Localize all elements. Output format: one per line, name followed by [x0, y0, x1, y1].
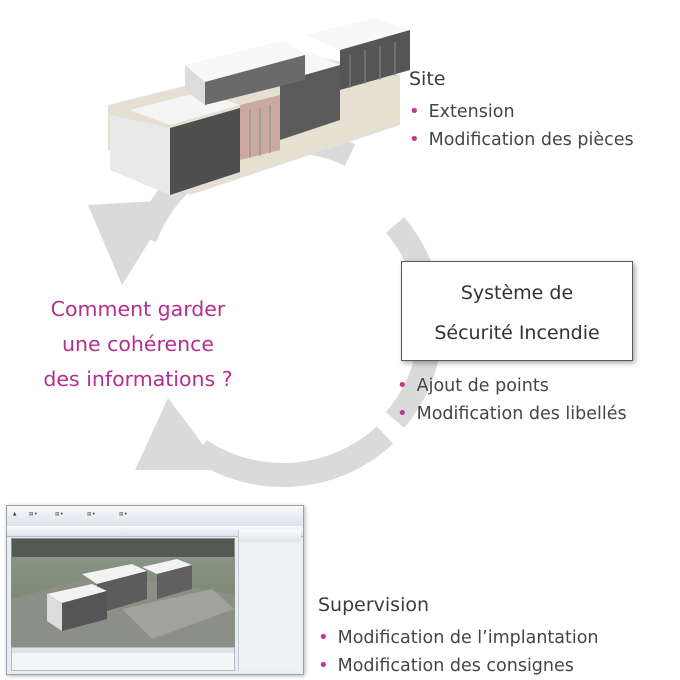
central-question: Comment garder une cohérence des informa… — [22, 292, 254, 397]
site-bullet-item: Extension — [409, 98, 634, 126]
site-bullet-item: Modification des pièces — [409, 126, 634, 154]
question-line-1: Comment garder — [50, 297, 226, 321]
ssi-bullet-list: Ajout de points Modification des libellé… — [397, 372, 627, 428]
question-line-3: des informations ? — [43, 367, 233, 391]
site-bullet-list: Extension Modification des pièces — [409, 98, 634, 154]
cycle-arrowhead-bottom — [135, 398, 222, 470]
screenshot-menu-bar: ▲ ▤ ▾ ▤ ▾ ▤ ▾ ▤ ▾ — [7, 506, 303, 527]
screenshot-toolbar — [7, 526, 303, 537]
cycle-arc-bottom — [193, 426, 394, 488]
ssi-bullet-item: Modification des libellés — [397, 400, 627, 428]
ssi-title-line-1: Système de — [460, 282, 574, 304]
supervision-bullet-item: Modification des consignes — [318, 652, 599, 680]
question-line-2: une cohérence — [62, 332, 214, 356]
building-illustration — [108, 18, 410, 195]
ssi-bullet-item: Ajout de points — [397, 372, 627, 400]
supervision-screenshot: ▲ ▤ ▾ ▤ ▾ ▤ ▾ ▤ ▾ — [6, 505, 304, 675]
cycle-arrowhead-top — [88, 200, 175, 285]
supervision-heading: Supervision — [318, 594, 430, 616]
supervision-bullet-list: Modification de l’implantation Modificat… — [318, 624, 599, 680]
supervision-bullet-item: Modification de l’implantation — [318, 624, 599, 652]
ssi-title-line-2: Sécurité Incendie — [434, 322, 600, 344]
ssi-box: Système de Sécurité Incendie — [401, 261, 633, 361]
screenshot-side-panel — [238, 530, 301, 671]
site-heading: Site — [409, 68, 446, 90]
screenshot-3d-view — [11, 538, 235, 648]
screenshot-status-table — [11, 647, 235, 671]
